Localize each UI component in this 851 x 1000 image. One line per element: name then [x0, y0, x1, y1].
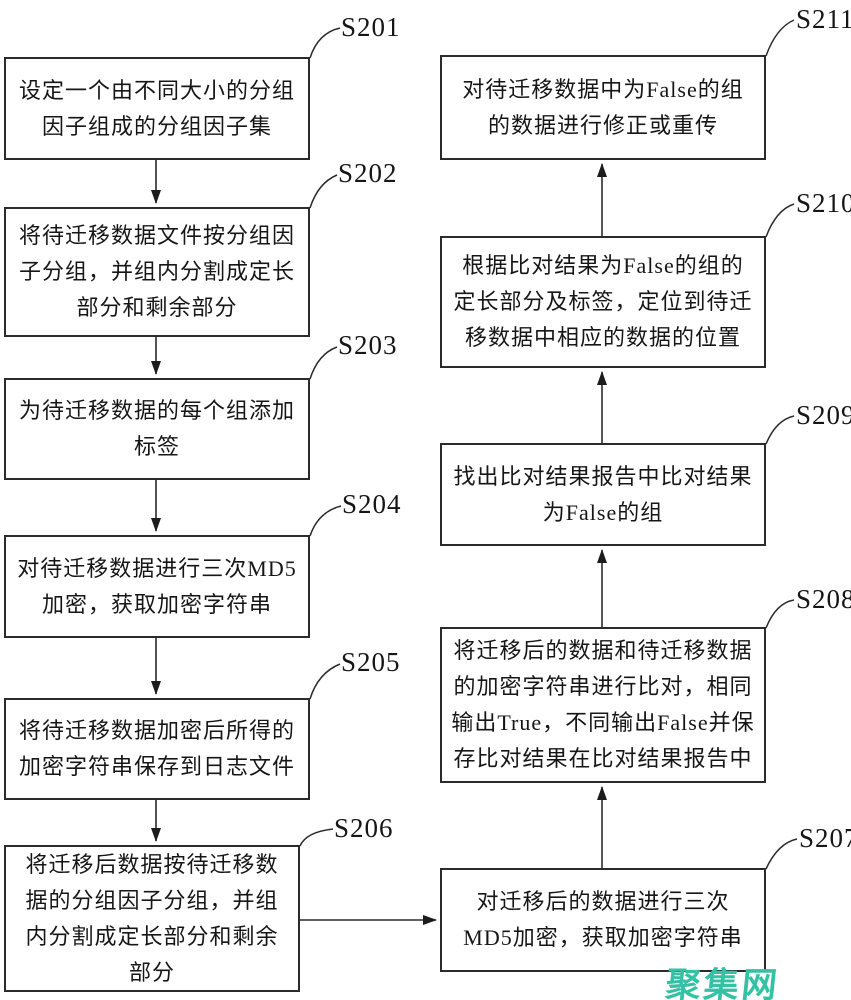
step-label-s207: S207 [799, 823, 851, 853]
leader-line-s210 [765, 203, 795, 238]
leader-line-s207 [765, 838, 798, 870]
leader-line-s209 [765, 415, 795, 445]
flow-step-text-s211: 对待迁移数据中为False的组 的数据进行修正或重传 [462, 76, 744, 138]
step-label-s201: S201 [341, 12, 401, 42]
step-label-s206: S206 [334, 813, 394, 843]
flow-step-box-s211: 对待迁移数据中为False的组 的数据进行修正或重传 [440, 55, 766, 160]
flow-step-box-s208: 将迁移后的数据和待迁移数据 的加密字符串进行比对，相同 输出True，不同输出F… [440, 627, 766, 783]
step-label-s205: S205 [341, 647, 401, 677]
flow-step-text-s204: 对待迁移数据进行三次MD5 加密，获取加密字符串 [17, 555, 297, 617]
flow-step-box-s206: 将迁移后数据按待迁移数 据的分组因子分组，并组 内分割成定长部分和剩余 部分 [4, 845, 300, 992]
leader-line-s211 [765, 19, 795, 57]
flow-step-text-s206: 将迁移后数据按待迁移数 据的分组因子分组，并组 内分割成定长部分和剩余 部分 [25, 851, 279, 985]
leader-line-s201 [309, 27, 341, 59]
leader-line-s205 [309, 663, 341, 700]
flow-step-text-s210: 根据比对结果为False的组的 定长部分及标签，定位到待迁 移数据中相应的数据的… [453, 253, 753, 350]
flow-step-box-s205: 将待迁移数据加密后所得的 加密字符串保存到日志文件 [4, 698, 310, 800]
flow-step-box-s203: 为待迁移数据的每个组添加 标签 [4, 378, 310, 480]
flow-step-text-s205: 将待迁移数据加密后所得的 加密字符串保存到日志文件 [18, 718, 295, 779]
flow-step-text-s203: 为待迁移数据的每个组添加 标签 [18, 398, 295, 459]
flow-step-text-s202: 将待迁移数据文件按分组因 子分组，并组内分割成定长 部分和剩余部分 [18, 223, 295, 320]
step-label-s208: S208 [796, 584, 851, 614]
step-label-s202: S202 [338, 158, 398, 188]
flow-step-box-s204: 对待迁移数据进行三次MD5 加密，获取加密字符串 [4, 535, 310, 638]
flow-step-text-s208: 将迁移后的数据和待迁移数据 的加密字符串进行比对，相同 输出True，不同输出F… [451, 638, 755, 771]
leader-line-s206 [299, 828, 334, 847]
step-label-s210: S210 [796, 188, 851, 218]
leader-line-s204 [309, 505, 342, 537]
flow-step-text-s209: 找出比对结果报告中比对结果 为False的组 [453, 463, 753, 525]
step-label-s203: S203 [338, 330, 398, 360]
leader-line-s203 [309, 346, 338, 380]
leader-line-s208 [765, 599, 795, 629]
flow-step-text-s207: 对迁移后的数据进行三次 MD5加密，获取加密字符串 [463, 889, 743, 950]
step-label-s211: S211 [796, 4, 851, 34]
flow-step-box-s210: 根据比对结果为False的组的 定长部分及标签，定位到待迁 移数据中相应的数据的… [440, 236, 766, 368]
step-label-s204: S204 [342, 489, 402, 519]
leader-line-s202 [309, 174, 338, 209]
flow-step-box-s202: 将待迁移数据文件按分组因 子分组，并组内分割成定长 部分和剩余部分 [4, 207, 310, 337]
step-label-s209: S209 [796, 400, 851, 430]
flow-step-text-s201: 设定一个由不同大小的分组 因子组成的分组因子集 [18, 77, 295, 139]
watermark: 聚集网 [663, 966, 782, 1000]
flow-step-box-s209: 找出比对结果报告中比对结果 为False的组 [440, 443, 766, 546]
flow-step-box-s207: 对迁移后的数据进行三次 MD5加密，获取加密字符串 [440, 868, 766, 972]
flow-step-box-s201: 设定一个由不同大小的分组 因子组成的分组因子集 [4, 57, 310, 160]
